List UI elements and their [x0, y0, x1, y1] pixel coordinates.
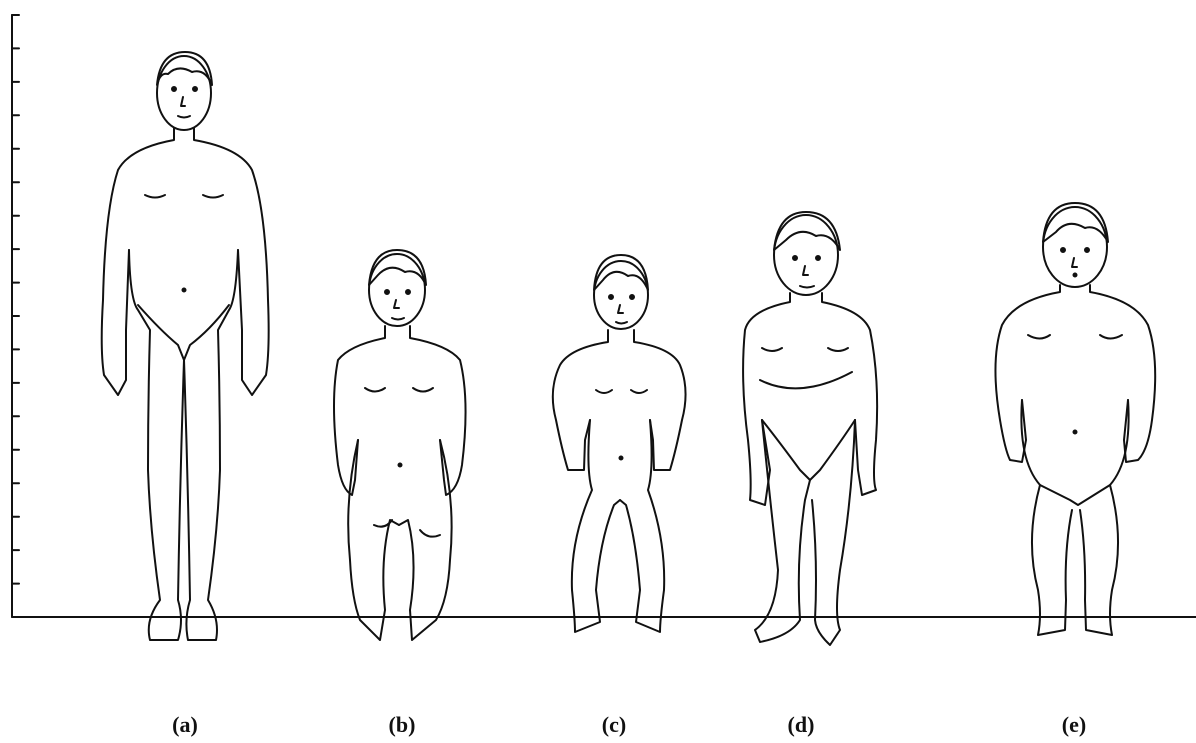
panel-label-d: (d): [788, 712, 815, 738]
panel-label-b: (b): [389, 712, 416, 738]
panel-label-e: (e): [1062, 712, 1086, 738]
panel-label-a: (a): [172, 712, 198, 738]
panel-label-c: (c): [602, 712, 626, 738]
figure-b-short: [334, 250, 466, 640]
ruler-ticks: [12, 15, 19, 584]
figure-d-obese-legs: [743, 212, 877, 645]
figure-c-short: [553, 255, 686, 632]
figure-a-tall: [102, 52, 269, 640]
figure-e-chubby: [995, 203, 1155, 635]
